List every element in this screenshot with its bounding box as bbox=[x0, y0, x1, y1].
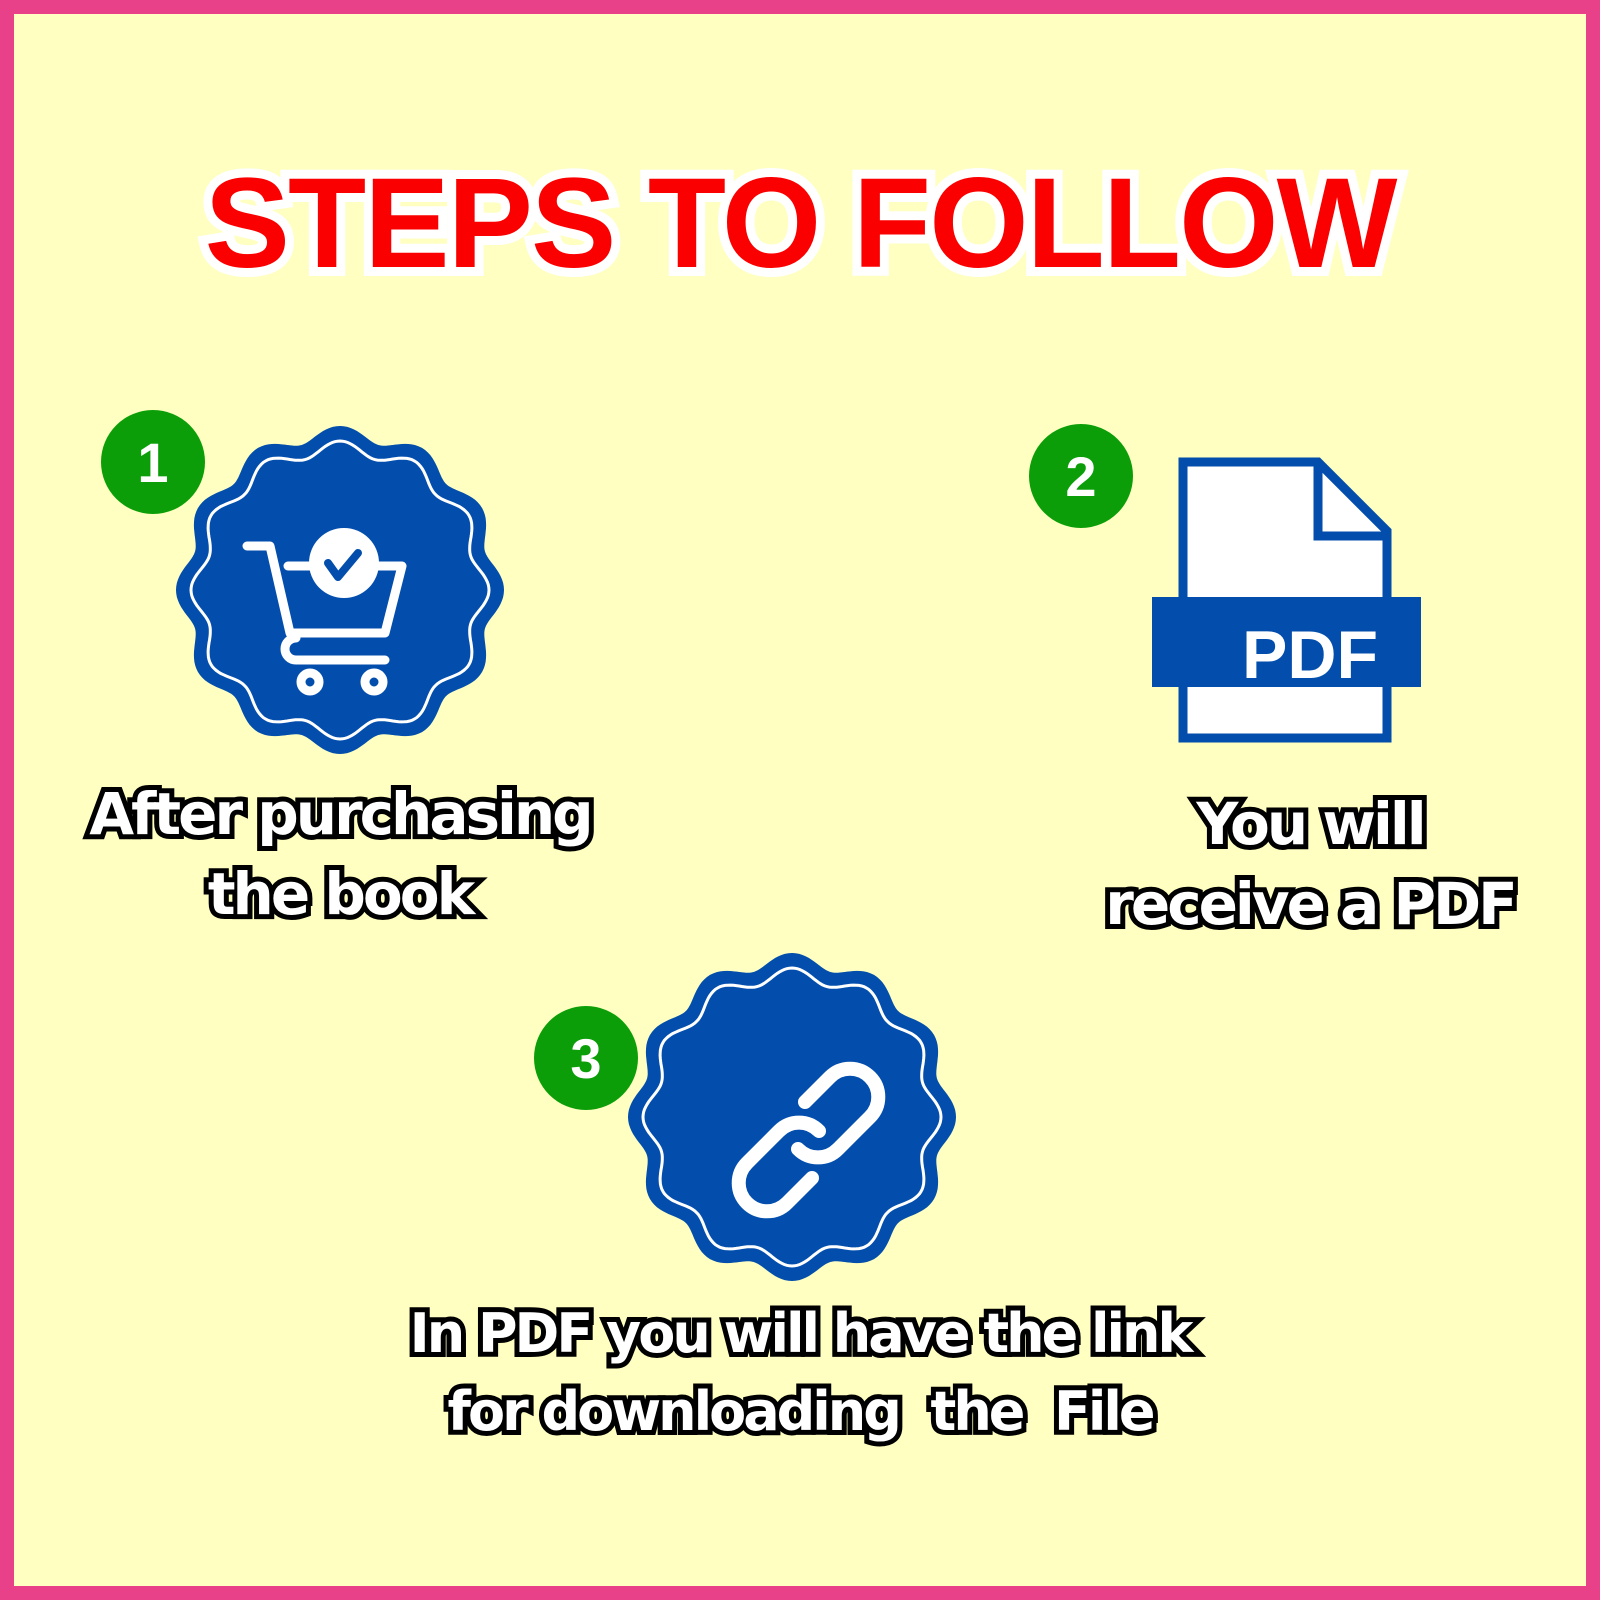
link-icon bbox=[627, 952, 957, 1282]
shopping-cart-check-icon bbox=[175, 425, 505, 755]
step-number-1: 1 bbox=[101, 410, 205, 514]
title: STEPS TO FOLLOW bbox=[196, 143, 1407, 304]
caption-line: In PDF you will have the link bbox=[405, 1297, 1199, 1370]
pdf-label: PDF bbox=[1242, 617, 1378, 693]
caption-line: the book bbox=[203, 855, 480, 933]
caption-line: for downloading the File bbox=[442, 1375, 1160, 1448]
caption-line: You will bbox=[1191, 785, 1431, 863]
step-3-caption: In PDF you will have the link for downlo… bbox=[300, 1295, 1300, 1452]
step-1-caption: After purchasing the book bbox=[40, 770, 640, 940]
pdf-file-icon: PDF bbox=[1152, 457, 1421, 743]
step-number-2: 2 bbox=[1029, 424, 1133, 528]
caption-line: receive a PDF bbox=[1100, 865, 1522, 943]
step-2-caption: You will receive a PDF bbox=[1010, 780, 1600, 950]
caption-line: After purchasing bbox=[84, 775, 598, 853]
step-number-3: 3 bbox=[534, 1006, 638, 1110]
